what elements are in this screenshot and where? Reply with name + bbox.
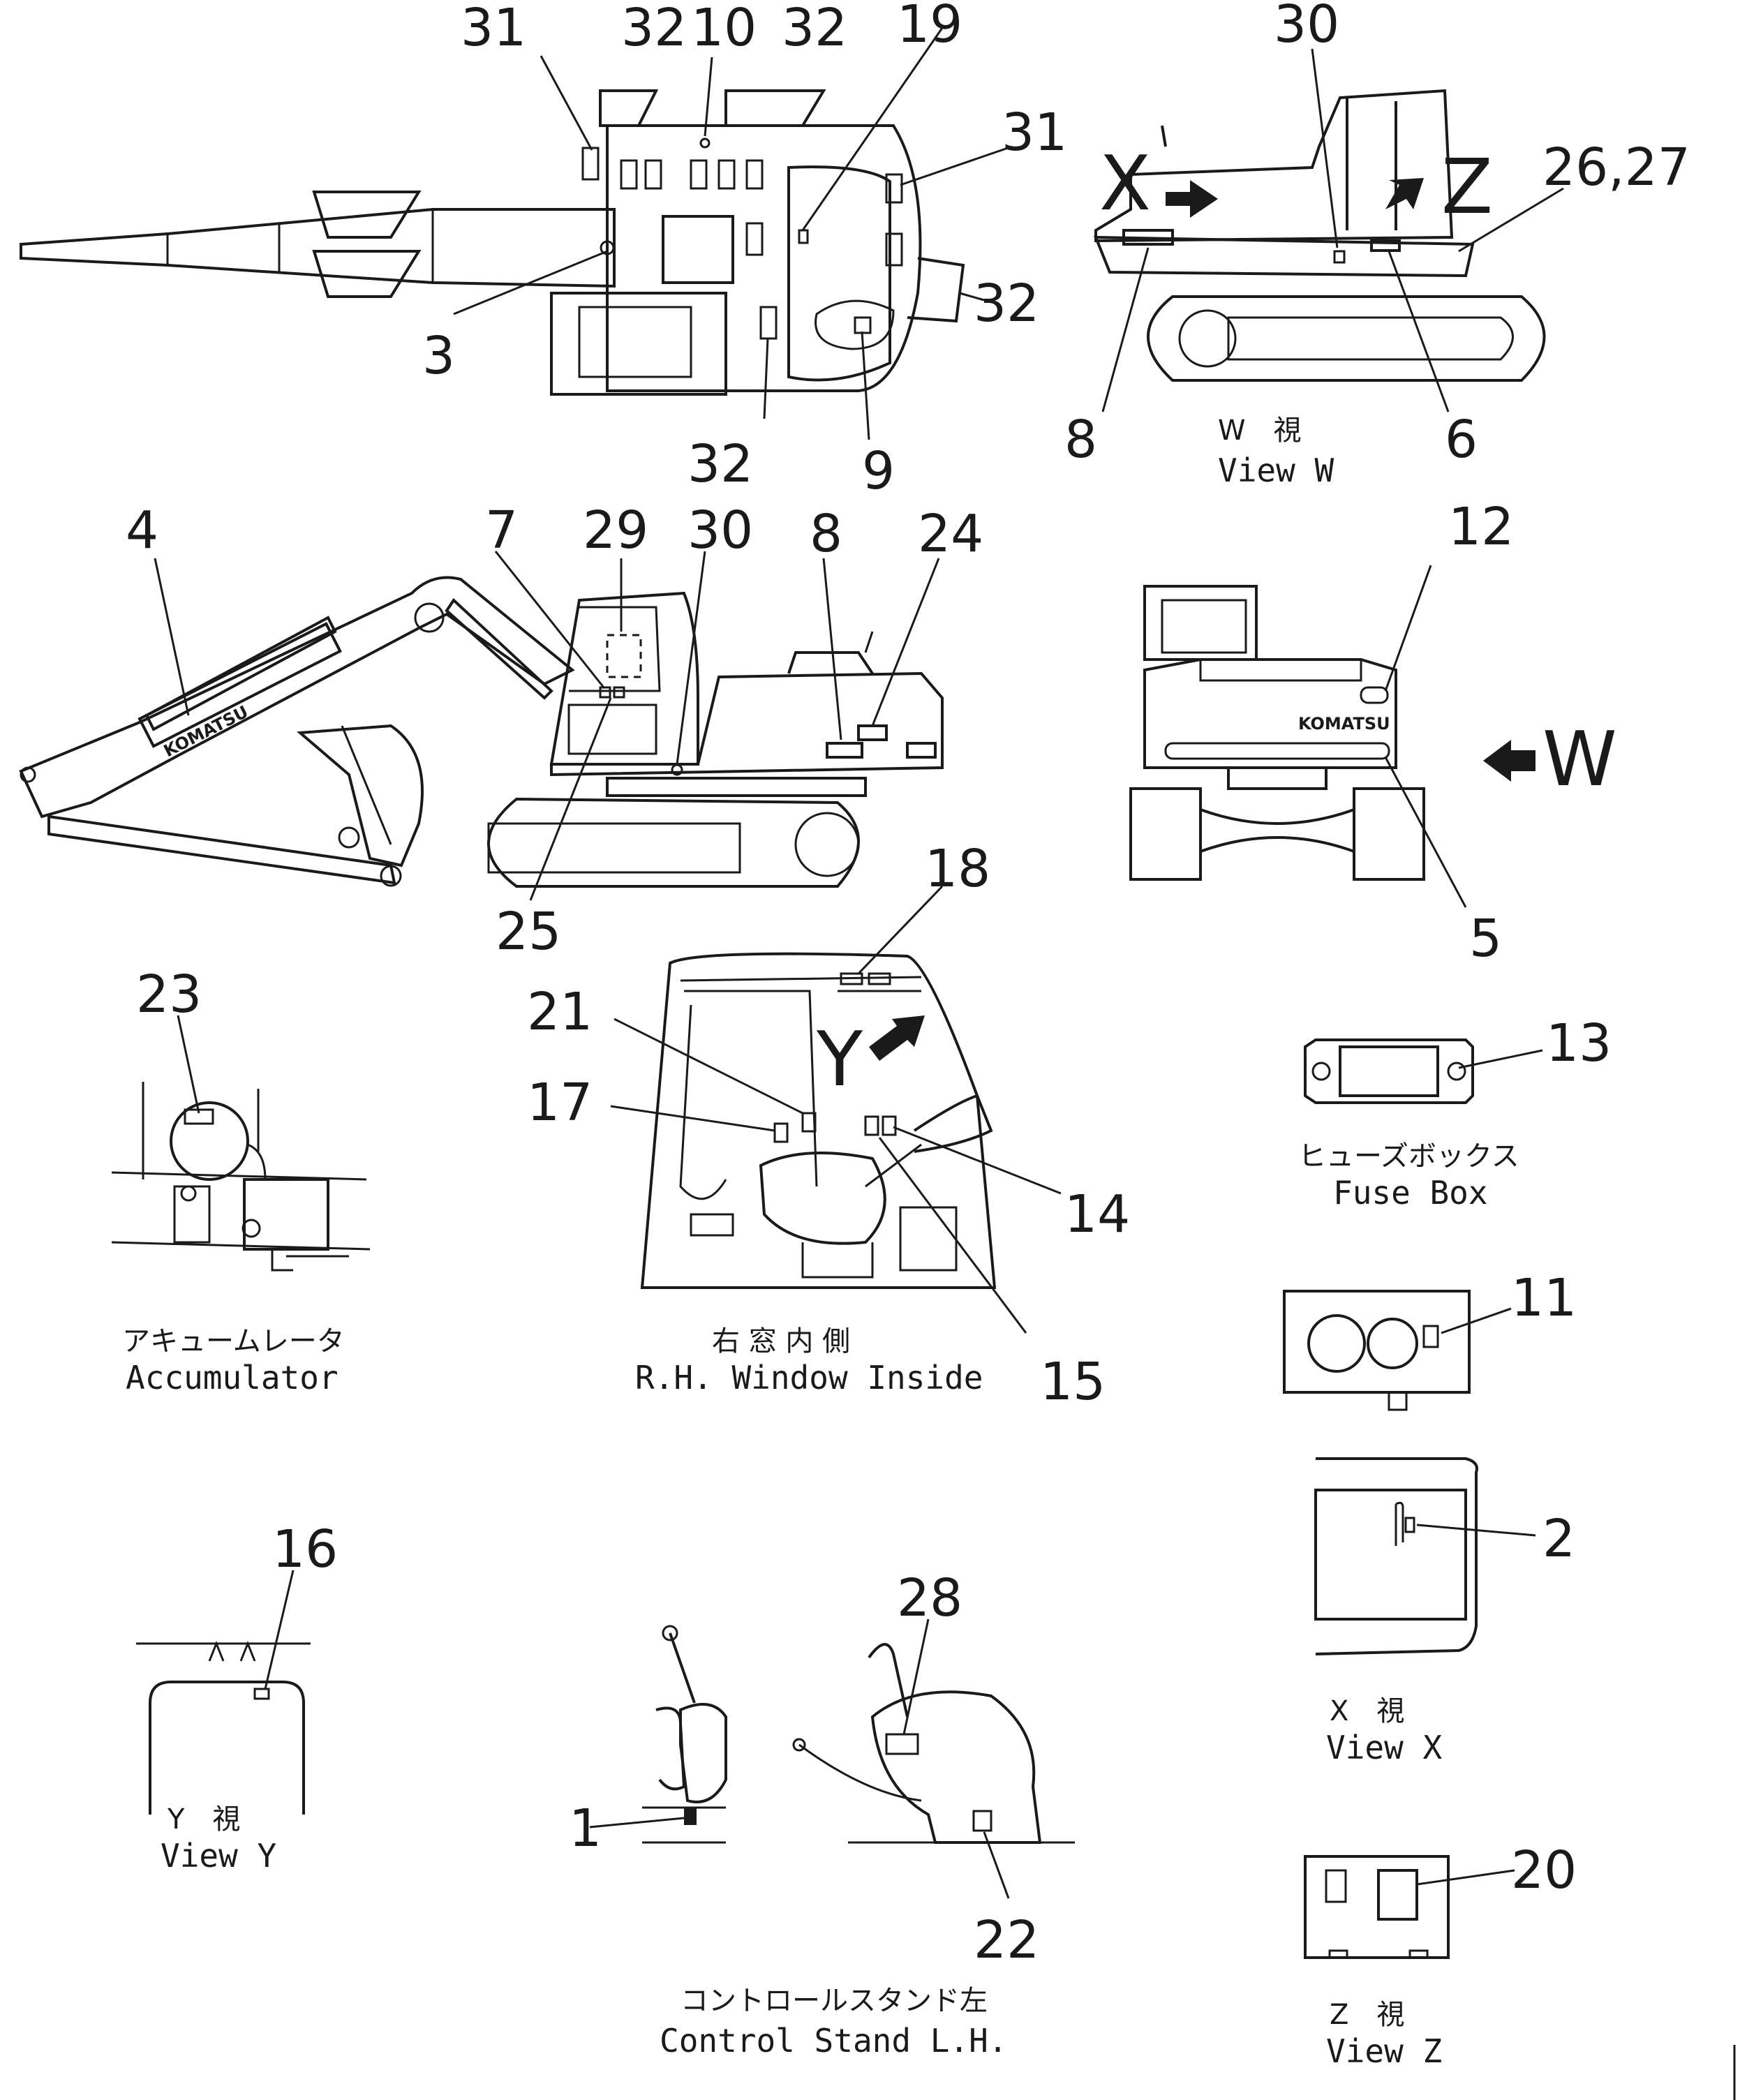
control-stand-detail: [642, 1625, 1075, 1844]
callout-32: 32: [974, 274, 1039, 334]
view-x-detail: [1314, 1457, 1478, 1655]
rh-window-leaders: [610, 885, 1062, 1334]
view-w-arrow: [1483, 740, 1535, 782]
callout-22: 22: [974, 1910, 1039, 1970]
view-x-caption-jp: X 視: [1330, 1695, 1404, 1727]
rear-brand-label: KOMATSU: [1298, 714, 1390, 733]
callout-9: 9: [862, 441, 895, 501]
fuse-box-caption-jp: ヒューズボックス: [1298, 1140, 1519, 1172]
accumulator-detail: [111, 1082, 371, 1272]
callout-12: 12: [1448, 497, 1514, 557]
callout-30: 30: [687, 500, 753, 560]
top-view-machine: [20, 89, 965, 396]
callout-6: 6: [1445, 410, 1478, 470]
callout-15: 15: [1040, 1352, 1106, 1412]
callout-23: 23: [136, 965, 202, 1025]
callout-31: 31: [461, 0, 526, 58]
callout-1: 1: [569, 1799, 602, 1859]
view-w-marker: W: [1542, 716, 1617, 803]
rh-window-caption: R.H. Window Inside: [635, 1359, 983, 1397]
callout-29: 29: [583, 500, 648, 560]
callout-21: 21: [527, 982, 593, 1042]
callout-11: 11: [1511, 1268, 1577, 1328]
callout-8: 8: [810, 504, 842, 564]
top-view-callouts: 31 32 10 32 19 31 3 32 32 9: [422, 0, 1067, 501]
callout-3: 3: [422, 326, 455, 386]
rh-window-caption-jp: 右 窓 内 側: [712, 1325, 850, 1357]
view-y-marker: Y: [816, 1016, 863, 1103]
fuse-box-caption: Fuse Box: [1333, 1174, 1488, 1212]
panel-11-detail: [1283, 1290, 1471, 1411]
side-view-machine: KOMATSU: [19, 576, 944, 888]
callout-32: 32: [782, 0, 847, 58]
callout-32: 32: [621, 0, 687, 58]
view-z-detail: [1304, 1855, 1450, 1959]
callout-2: 2: [1542, 1509, 1575, 1569]
view-z-caption: View Z: [1326, 2032, 1442, 2070]
view-y-caption-jp: Y 視: [167, 1803, 240, 1835]
view-x-caption: View X: [1326, 1729, 1442, 1766]
callout-28: 28: [897, 1568, 962, 1628]
view-w-caption: View W: [1218, 452, 1334, 489]
callout-14: 14: [1064, 1184, 1130, 1244]
control-stand-caption-jp: コントロールスタンド左: [681, 1985, 988, 2017]
top-view-leaders: [453, 27, 1013, 440]
callout-24: 24: [918, 504, 983, 564]
rear-view-machine: KOMATSU: [1129, 585, 1425, 881]
callout-13: 13: [1546, 1013, 1612, 1073]
view-w-leaders: [1101, 48, 1564, 412]
view-y-arrow: [869, 1015, 925, 1061]
callout-7: 7: [485, 500, 518, 560]
callout-5: 5: [1469, 909, 1502, 969]
callout-20: 20: [1511, 1840, 1577, 1900]
view-z-marker: Z: [1441, 144, 1493, 231]
callout-10: 10: [691, 0, 757, 58]
view-w-machine: [1094, 89, 1546, 382]
callout-30: 30: [1274, 0, 1339, 54]
callout-17: 17: [527, 1073, 593, 1133]
callout-19: 19: [897, 0, 962, 54]
side-view-leaders: [154, 551, 940, 901]
callout-8: 8: [1064, 410, 1097, 470]
view-x-marker: X: [1099, 140, 1151, 228]
callout-31: 31: [1002, 103, 1067, 163]
accumulator-caption-jp: アキュームレータ: [122, 1325, 345, 1357]
view-y-caption: View Y: [161, 1837, 276, 1875]
callout-26-27: 26,27: [1542, 137, 1690, 198]
rh-window-inside-detail: [640, 952, 997, 1289]
accumulator-caption: Accumulator: [126, 1359, 339, 1397]
control-stand-caption: Control Stand L.H.: [660, 2022, 1008, 2060]
callout-16: 16: [272, 1519, 338, 1579]
rear-view-leaders: [1384, 565, 1467, 908]
callout-18: 18: [925, 839, 990, 899]
callout-25: 25: [496, 902, 561, 962]
fuse-box-detail: [1304, 1038, 1474, 1104]
view-y-detail: [136, 1640, 311, 1815]
callout-4: 4: [126, 500, 158, 560]
callout-32: 32: [687, 434, 753, 494]
view-w-caption-jp: W 視: [1218, 415, 1302, 447]
view-z-caption-jp: Z 視: [1330, 1999, 1404, 2031]
